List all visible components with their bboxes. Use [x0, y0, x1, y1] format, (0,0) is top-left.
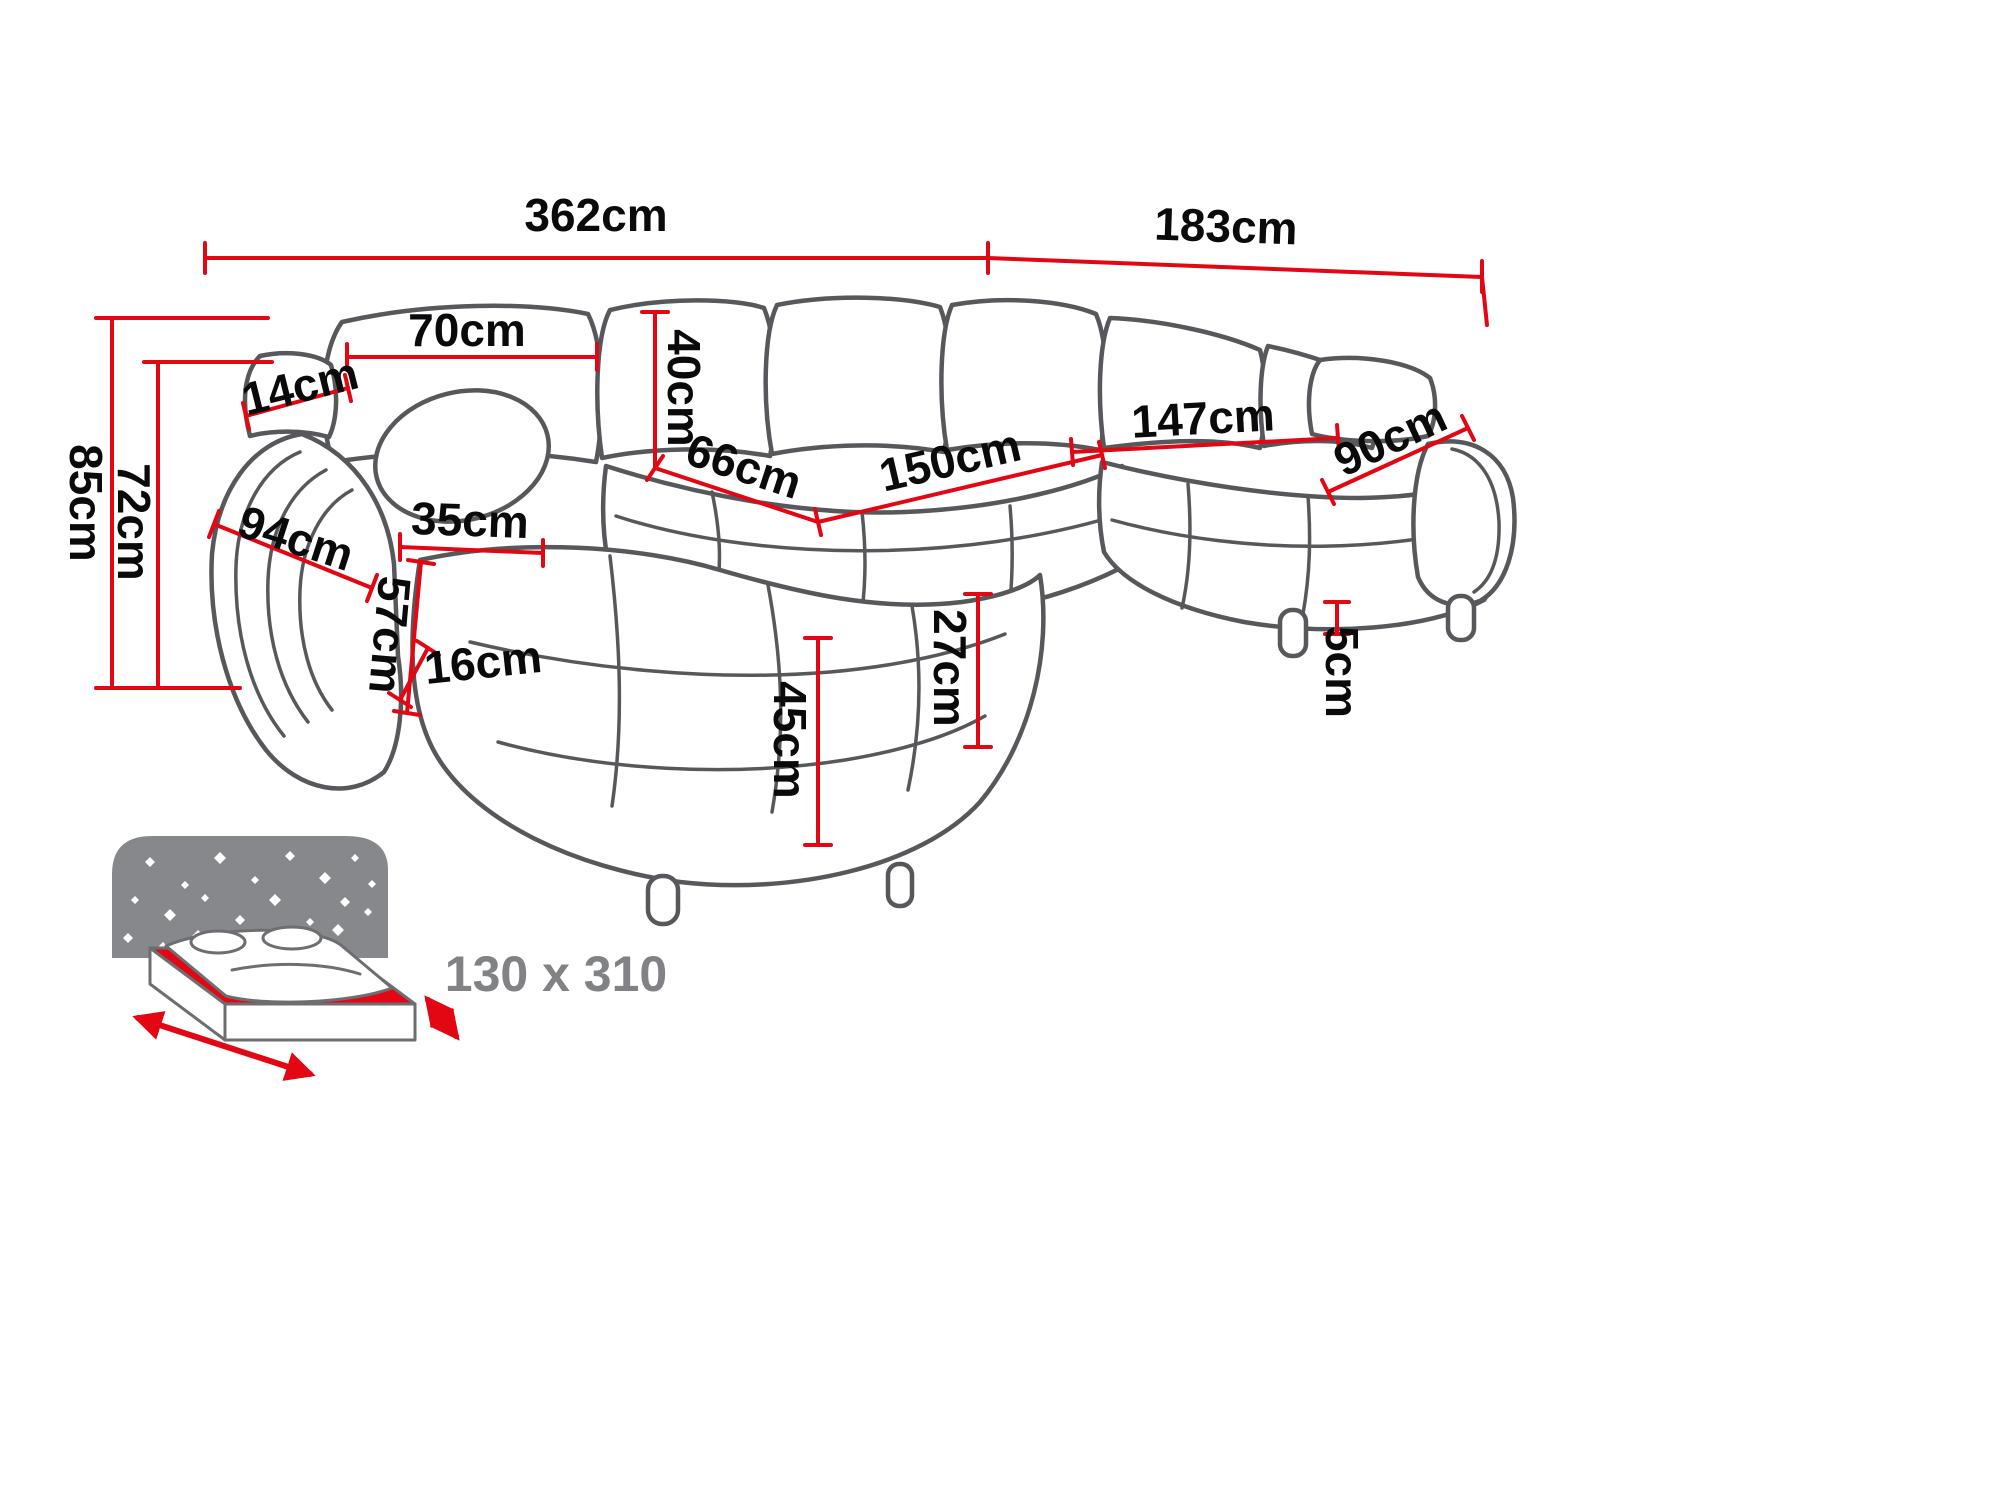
round-pillow: [372, 388, 552, 524]
dim-line: [816, 453, 1104, 524]
dim-label-total-height: 85cm: [60, 444, 112, 562]
arm-seam: [1450, 447, 1501, 594]
dim-line: [398, 545, 545, 555]
dim-label-front-cushion-height: 27cm: [924, 609, 976, 727]
dim-tick: [406, 558, 436, 566]
pillow: [189, 929, 247, 955]
dim-label-backrest-height: 72cm: [108, 463, 160, 581]
dim-line: [986, 256, 1484, 279]
dim-label-seat-cushion-thickness: 16cm: [422, 630, 544, 694]
back-cushion: [763, 295, 953, 457]
sleeping-function-icon: 130 x 310: [112, 836, 667, 1081]
mattress-front: [223, 1002, 417, 1042]
sofa-leg: [645, 873, 681, 927]
dim-tick: [1069, 437, 1075, 467]
dim-tick: [415, 639, 441, 657]
dim-label-chaise-seat-depth: 57cm: [359, 574, 421, 696]
seat-seam: [1180, 482, 1192, 610]
sofa-leg: [885, 861, 915, 909]
sofa-leg: [1445, 593, 1477, 643]
arm-seam: [266, 468, 328, 724]
dim-tick: [343, 373, 353, 403]
dim-tick: [392, 709, 422, 717]
dim-line: [1070, 436, 1340, 454]
dim-line: [405, 560, 423, 715]
dim-tick: [387, 691, 413, 709]
dim-seat-height: 45cm: [764, 636, 833, 847]
dim-label-armrest-width: 35cm: [410, 492, 529, 548]
dim-armrest-width: 35cm: [398, 492, 545, 568]
seat-seam: [608, 554, 622, 808]
dim-tick: [207, 509, 221, 539]
seat-seam: [496, 714, 987, 772]
dim-extension: [1480, 275, 1489, 327]
length-arrow: [132, 1011, 316, 1081]
back-cushion: [595, 298, 779, 461]
left-side-backrest: [242, 350, 339, 440]
dim-tick: [365, 573, 379, 603]
blanket-fold: [230, 962, 362, 976]
dim-tick: [1320, 478, 1336, 506]
dim-line: [398, 646, 430, 702]
back-cushion: [1097, 315, 1268, 451]
pillow: [261, 925, 323, 951]
dim-back-cushion-height: 40cm: [640, 310, 710, 470]
dim-label-right-section-length: 147cm: [1130, 388, 1276, 447]
seat-seam: [906, 604, 921, 792]
dim-label-leg-height: 5cm: [1316, 626, 1368, 718]
stars: [123, 851, 376, 952]
back-cushion: [939, 297, 1109, 453]
dim-line: [653, 466, 820, 524]
dim-label-seat-height: 45cm: [764, 681, 816, 799]
dim-tick: [241, 401, 251, 431]
width-arrow: [424, 995, 460, 1041]
dim-total-depth: 183cm: [986, 198, 1489, 327]
dim-front-cushion-height: 27cm: [924, 592, 993, 749]
dim-tick: [1335, 423, 1341, 453]
dim-tick: [1460, 414, 1476, 442]
dim-tick: [813, 507, 823, 537]
left-arm: [209, 431, 404, 791]
sleeping-area-label: 130 x 310: [445, 946, 667, 1002]
dim-label-total-width: 362cm: [524, 189, 667, 241]
seat-seam: [1301, 494, 1312, 616]
seat-seam: [468, 632, 1007, 677]
dim-chaise-seat-depth: 57cm: [359, 558, 436, 717]
dim-tick: [1097, 440, 1107, 470]
dim-total-height: 85cm: [60, 316, 270, 690]
sofa-drawing: [209, 295, 1517, 927]
dim-total-width: 362cm: [203, 189, 990, 275]
arm-seam: [298, 488, 354, 712]
headboard: [112, 836, 388, 958]
dim-backrest-height: 72cm: [108, 360, 274, 690]
dim-back-cushion-width: 70cm: [345, 304, 599, 372]
left-chaise: [410, 544, 1046, 888]
dim-label-back-cushion-height: 40cm: [658, 329, 710, 447]
dim-label-back-cushion-width: 70cm: [408, 304, 526, 356]
dim-seat-cushion-thickness: 16cm: [387, 630, 544, 709]
dim-line: [244, 386, 350, 418]
dimensions: 362cm 183cm 85cm 72cm 70cm: [60, 189, 1489, 847]
dim-leg-height: 5cm: [1316, 600, 1368, 718]
seat-seam: [766, 583, 783, 814]
dim-right-section-length: 147cm: [1069, 388, 1341, 467]
seat-seam: [614, 510, 1130, 553]
right-arm-pillow: [1306, 355, 1438, 444]
arm-seam: [234, 450, 302, 738]
sofa-leg: [1277, 607, 1309, 659]
dim-label-total-depth: 183cm: [1154, 198, 1299, 255]
dim-line: [212, 522, 374, 590]
dim-tick: [645, 454, 665, 482]
dim-line: [1326, 426, 1470, 494]
